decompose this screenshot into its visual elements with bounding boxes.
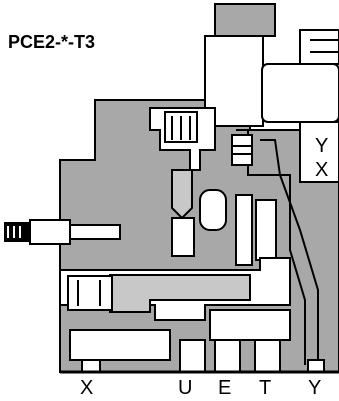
solenoid-cap [214,3,276,37]
port-e-channel [214,339,241,373]
lower-chamber [69,329,171,361]
port-t-channel [254,339,281,373]
spool-land [67,275,113,311]
connector-plug [299,29,339,65]
port-label-x-right: X [315,159,328,181]
model-title: PCE2-*-T3 [8,32,95,52]
port-x-channel [81,359,101,373]
pilot-poppet [171,169,193,220]
port-label-x: X [80,377,93,399]
passage [199,189,227,231]
solenoid-connector [261,63,339,123]
passage [171,217,195,257]
pilot-line [236,129,306,365]
port-label-y-right: Y [315,135,328,157]
passage [235,194,253,266]
adjuster-knob [4,222,30,242]
adjuster-body [29,219,71,245]
port-label-u: U [178,377,192,399]
orifice-block [231,134,253,166]
port-u-channel [179,339,206,373]
port-block [299,121,339,183]
passage [255,199,277,261]
main-spool [109,274,251,313]
port-y-channel [307,359,325,373]
port-label-y: Y [308,377,321,399]
pilot-line [260,139,319,365]
port-label-t: T [259,377,271,399]
port-label-e: E [218,377,231,399]
lower-chamber [209,309,291,341]
adjuster-spindle [69,224,121,240]
